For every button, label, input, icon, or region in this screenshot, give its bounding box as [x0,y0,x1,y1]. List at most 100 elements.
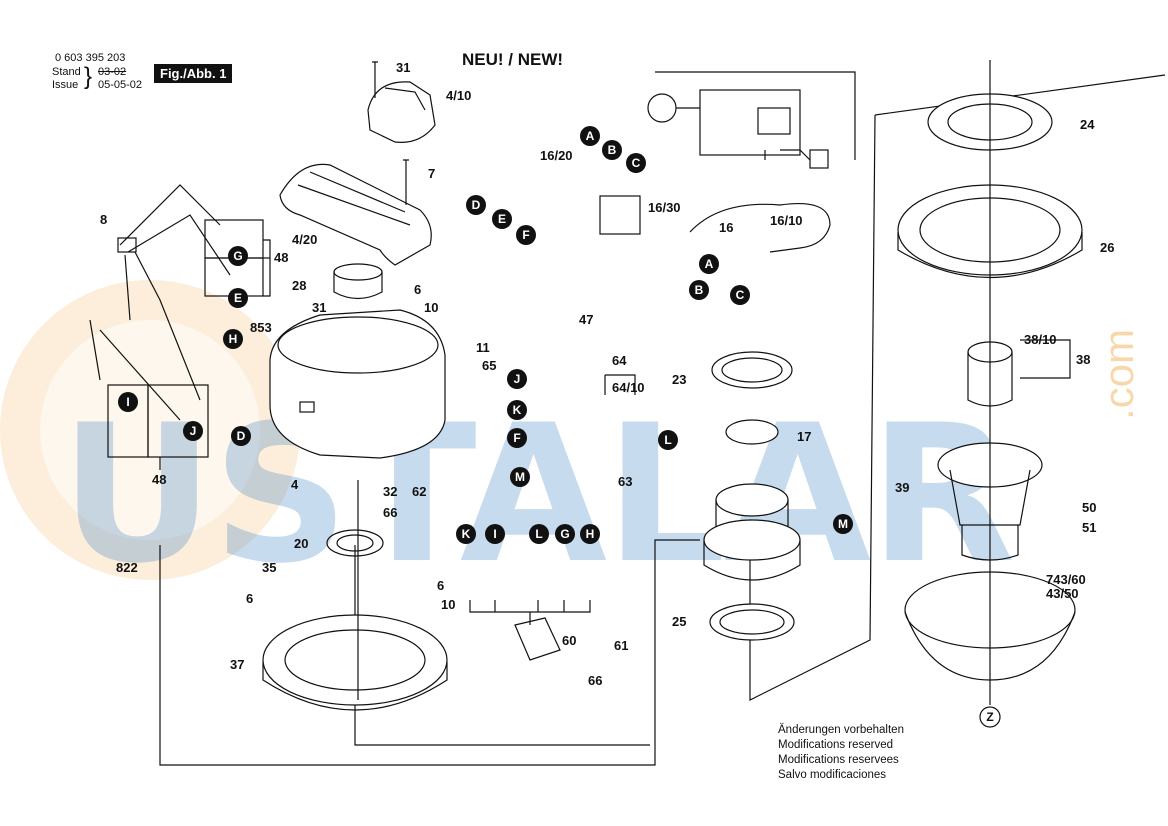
ring-20 [326,529,384,557]
motor-housing-part [269,309,446,459]
motor-unit-part [703,483,801,581]
connector-letter-badge: B [689,280,709,300]
part-number-label: 16/10 [770,213,803,228]
part-number-label: 17 [797,429,812,444]
part-number-label: 35 [262,560,277,575]
connector-letter-badge: J [507,369,527,389]
base-bracket [354,545,650,746]
part-number-label: 24 [1080,117,1095,132]
part-number-label: 11 [476,340,490,355]
brace-glyph: } [84,63,93,90]
part-number-label: 38/10 [1024,332,1057,347]
connector-letter-badge: Z [986,710,994,724]
seal-17 [725,419,779,445]
part-number-label: 63 [618,474,633,489]
connector-letter-badge: I [485,524,505,544]
connector-letter-badge: H [580,524,600,544]
note-line: Salvo modificaciones [778,769,887,781]
part-number-label: 16/30 [648,200,681,215]
part-number-label: 48 [152,472,167,487]
part-number-label: 32 [383,484,398,499]
screw-31-top [372,61,378,98]
issue-date: 05-05-02 [98,79,143,91]
stand-label: Stand [52,66,81,78]
connector-letter-badge: E [228,288,248,308]
part-number-label: 28 [292,278,307,293]
connector-letter-badge: F [516,225,536,245]
box-j [147,384,209,458]
issue-label: Issue [52,79,79,91]
connector-letter-badge: H [223,329,243,349]
cable-loom-part [89,184,231,421]
part-number-label: 39 [895,480,910,495]
part-number-label: 23 [672,372,687,387]
part-number-label: 853 [250,320,272,335]
part-number-label: 6 [246,591,254,606]
connector-letter-badge: D [466,195,486,215]
connector-letter-badge: C [626,153,646,173]
part-number-label: 26 [1100,240,1115,255]
part-number-label: 10 [441,597,456,612]
part-number-label: 4/20 [292,232,318,247]
connector-letter-badge: E [492,209,512,229]
filter-base-part [262,614,448,711]
rating-plate [599,195,641,235]
main-frame [159,539,700,766]
part-number-label: 8 [100,212,108,227]
switch-60 [514,617,561,661]
part-number-label: 7 [428,166,436,181]
power-cable [689,202,831,253]
connector-letter-badge: D [231,426,251,446]
part-number-label: 60 [562,633,577,648]
connector-letter-badge: B [602,140,622,160]
stand-date: 03-02 [98,66,127,78]
part-number-label: 6 [437,578,445,593]
connector-letter-badge: C [730,285,750,305]
part-number-label: 50 [1082,500,1097,515]
part-number-label: 66 [383,505,398,520]
connector-letter-badge: I [118,392,138,412]
part-number-label: 4 [291,477,299,492]
connector-letter-badge: A [580,126,600,146]
connector-letter-badge: L [529,524,549,544]
watermark-text: USTALAR [60,384,1015,605]
connector-letter-badge: K [507,400,527,420]
switch-cap-part [367,81,436,143]
part-number: 0 603 395 203 [55,52,126,64]
connector-letter-badge: K [456,524,476,544]
part-number-label: 25 [672,614,687,629]
part-number-label: 31 [312,300,327,315]
part-number-label: 20 [294,536,309,551]
part-number-label: 64 [612,353,627,368]
connector-letter-badge: A [699,254,719,274]
part-number-label: 6 [414,282,422,297]
part-number-label: 4/10 [446,88,472,103]
wiring-schematic [647,71,856,169]
connector-letter-badge: M [833,514,853,534]
part-number-label: 61 [614,638,629,653]
part-number-label: 43/50 [1046,586,1079,601]
part-number-label: 65 [482,358,497,373]
connector-letter-badge: M [510,467,530,487]
part-number-label: 62 [412,484,427,499]
figure-label: Fig./Abb. 1 [154,64,233,83]
part-number-label: 743/60 [1046,572,1086,587]
part-number-label: 16/20 [540,148,573,163]
part-number-label: 38 [1076,352,1091,367]
connector-letter-badge: G [228,246,248,266]
cap-28-part [333,263,383,300]
connector-letter-badge: L [658,430,678,450]
z-mark [979,706,1001,728]
part-number-label: 48 [274,250,289,265]
handle-part [279,163,432,266]
part-number-label: 37 [230,657,245,672]
part-number-label: 47 [579,312,594,327]
note-line: Modifications reservees [778,754,899,766]
part-number-label: 64/10 [612,380,645,395]
screw-7 [403,159,409,205]
part-number-label: 822 [116,560,138,575]
modification-notes: Änderungen vorbehalten Modifications res… [778,723,904,783]
